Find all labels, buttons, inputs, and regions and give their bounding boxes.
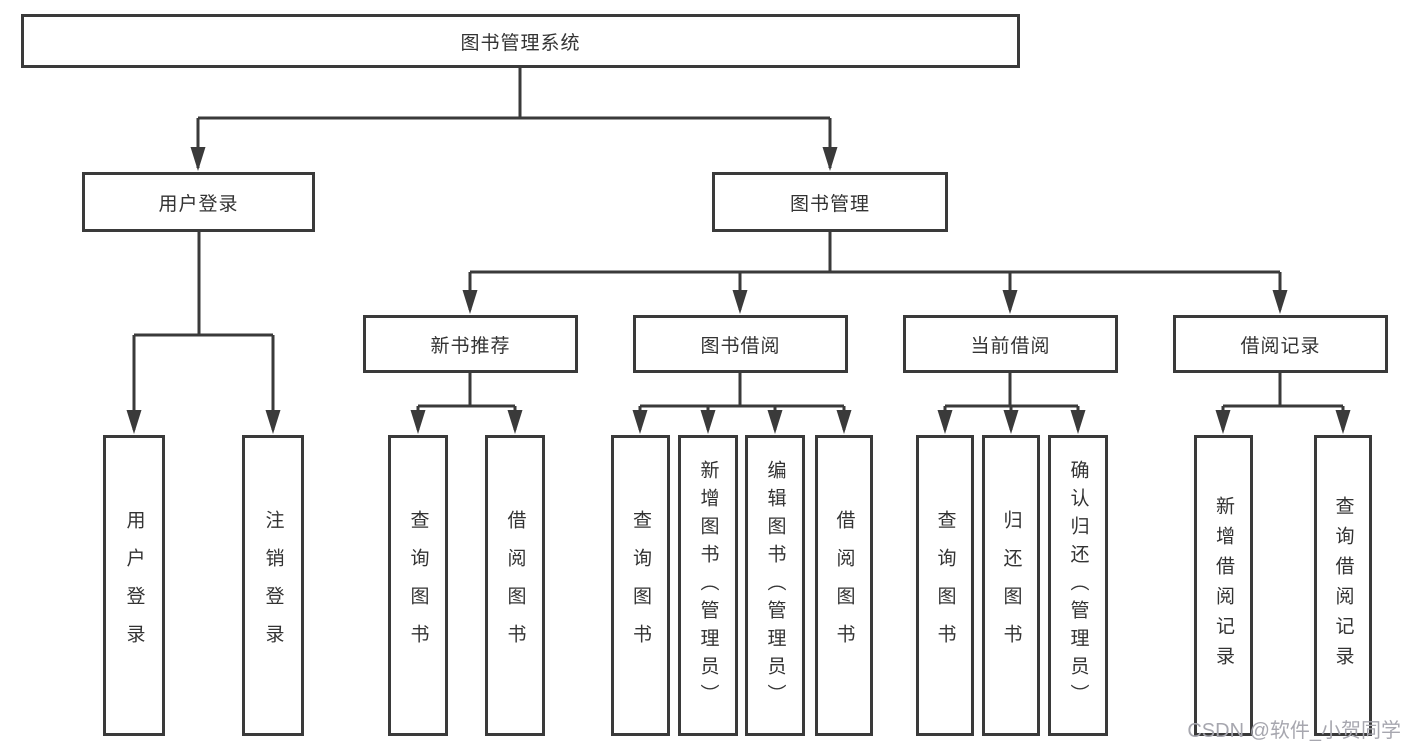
leaf-query-books-current: 查询图书 — [916, 435, 974, 736]
node-label: 用户登录 — [123, 509, 145, 662]
leaf-borrow-books-recommend: 借阅图书 — [485, 435, 545, 736]
node-book-management: 图书管理 — [712, 172, 948, 232]
leaf-confirm-return-admin: 确认归还（管理员） — [1048, 435, 1108, 736]
leaf-borrow-books: 借阅图书 — [815, 435, 873, 736]
node-user-login: 用户登录 — [82, 172, 315, 232]
node-label: 查询图书 — [934, 509, 956, 662]
node-label: 查询图书 — [407, 509, 429, 662]
node-label: 借阅图书 — [833, 509, 855, 662]
connector-root-to-level2 — [196, 68, 832, 168]
connector-book-borrow-to-leaves — [638, 373, 846, 430]
node-root-library-system: 图书管理系统 — [21, 14, 1020, 68]
node-label: 图书管理系统 — [460, 32, 581, 54]
node-current-borrow: 当前借阅 — [903, 315, 1118, 373]
node-label: 新增图书（管理员） — [697, 459, 719, 712]
node-label: 借阅记录 — [1240, 335, 1321, 357]
connector-new-book-to-leaves — [416, 373, 517, 430]
leaf-add-books-admin: 新增图书（管理员） — [678, 435, 738, 736]
connector-records-to-leaves — [1221, 373, 1345, 430]
node-label: 查询图书 — [630, 509, 651, 662]
node-label: 新书推荐 — [430, 335, 511, 357]
node-label: 确认归还（管理员） — [1067, 459, 1089, 712]
leaf-edit-books-admin: 编辑图书（管理员） — [745, 435, 805, 736]
node-label: 图书借阅 — [700, 335, 781, 357]
leaf-return-books: 归还图书 — [982, 435, 1040, 736]
node-label: 新增借阅记录 — [1213, 495, 1234, 676]
node-borrow-records: 借阅记录 — [1173, 315, 1388, 373]
node-label: 当前借阅 — [970, 335, 1051, 357]
node-label: 注销登录 — [262, 509, 284, 662]
leaf-user-login: 用户登录 — [103, 435, 165, 736]
leaf-query-books-recommend: 查询图书 — [388, 435, 448, 736]
node-label: 借阅图书 — [504, 509, 526, 662]
node-label: 用户登录 — [158, 193, 239, 215]
leaf-logout: 注销登录 — [242, 435, 304, 736]
node-new-book-recommend: 新书推荐 — [363, 315, 578, 373]
node-label: 编辑图书（管理员） — [764, 459, 786, 712]
node-label: 查询借阅记录 — [1332, 495, 1354, 676]
node-label: 图书管理 — [789, 193, 870, 215]
csdn-watermark: CSDN @软件_小贺同学 — [1187, 720, 1401, 742]
leaf-query-borrow-record: 查询借阅记录 — [1314, 435, 1372, 736]
connector-user-login-to-leaves — [132, 232, 275, 430]
leaf-add-borrow-record: 新增借阅记录 — [1194, 435, 1253, 736]
node-label: 归还图书 — [1000, 509, 1022, 662]
node-book-borrow: 图书借阅 — [633, 315, 848, 373]
leaf-query-books-borrow: 查询图书 — [611, 435, 670, 736]
connector-book-mgmt-to-level3 — [468, 232, 1282, 310]
